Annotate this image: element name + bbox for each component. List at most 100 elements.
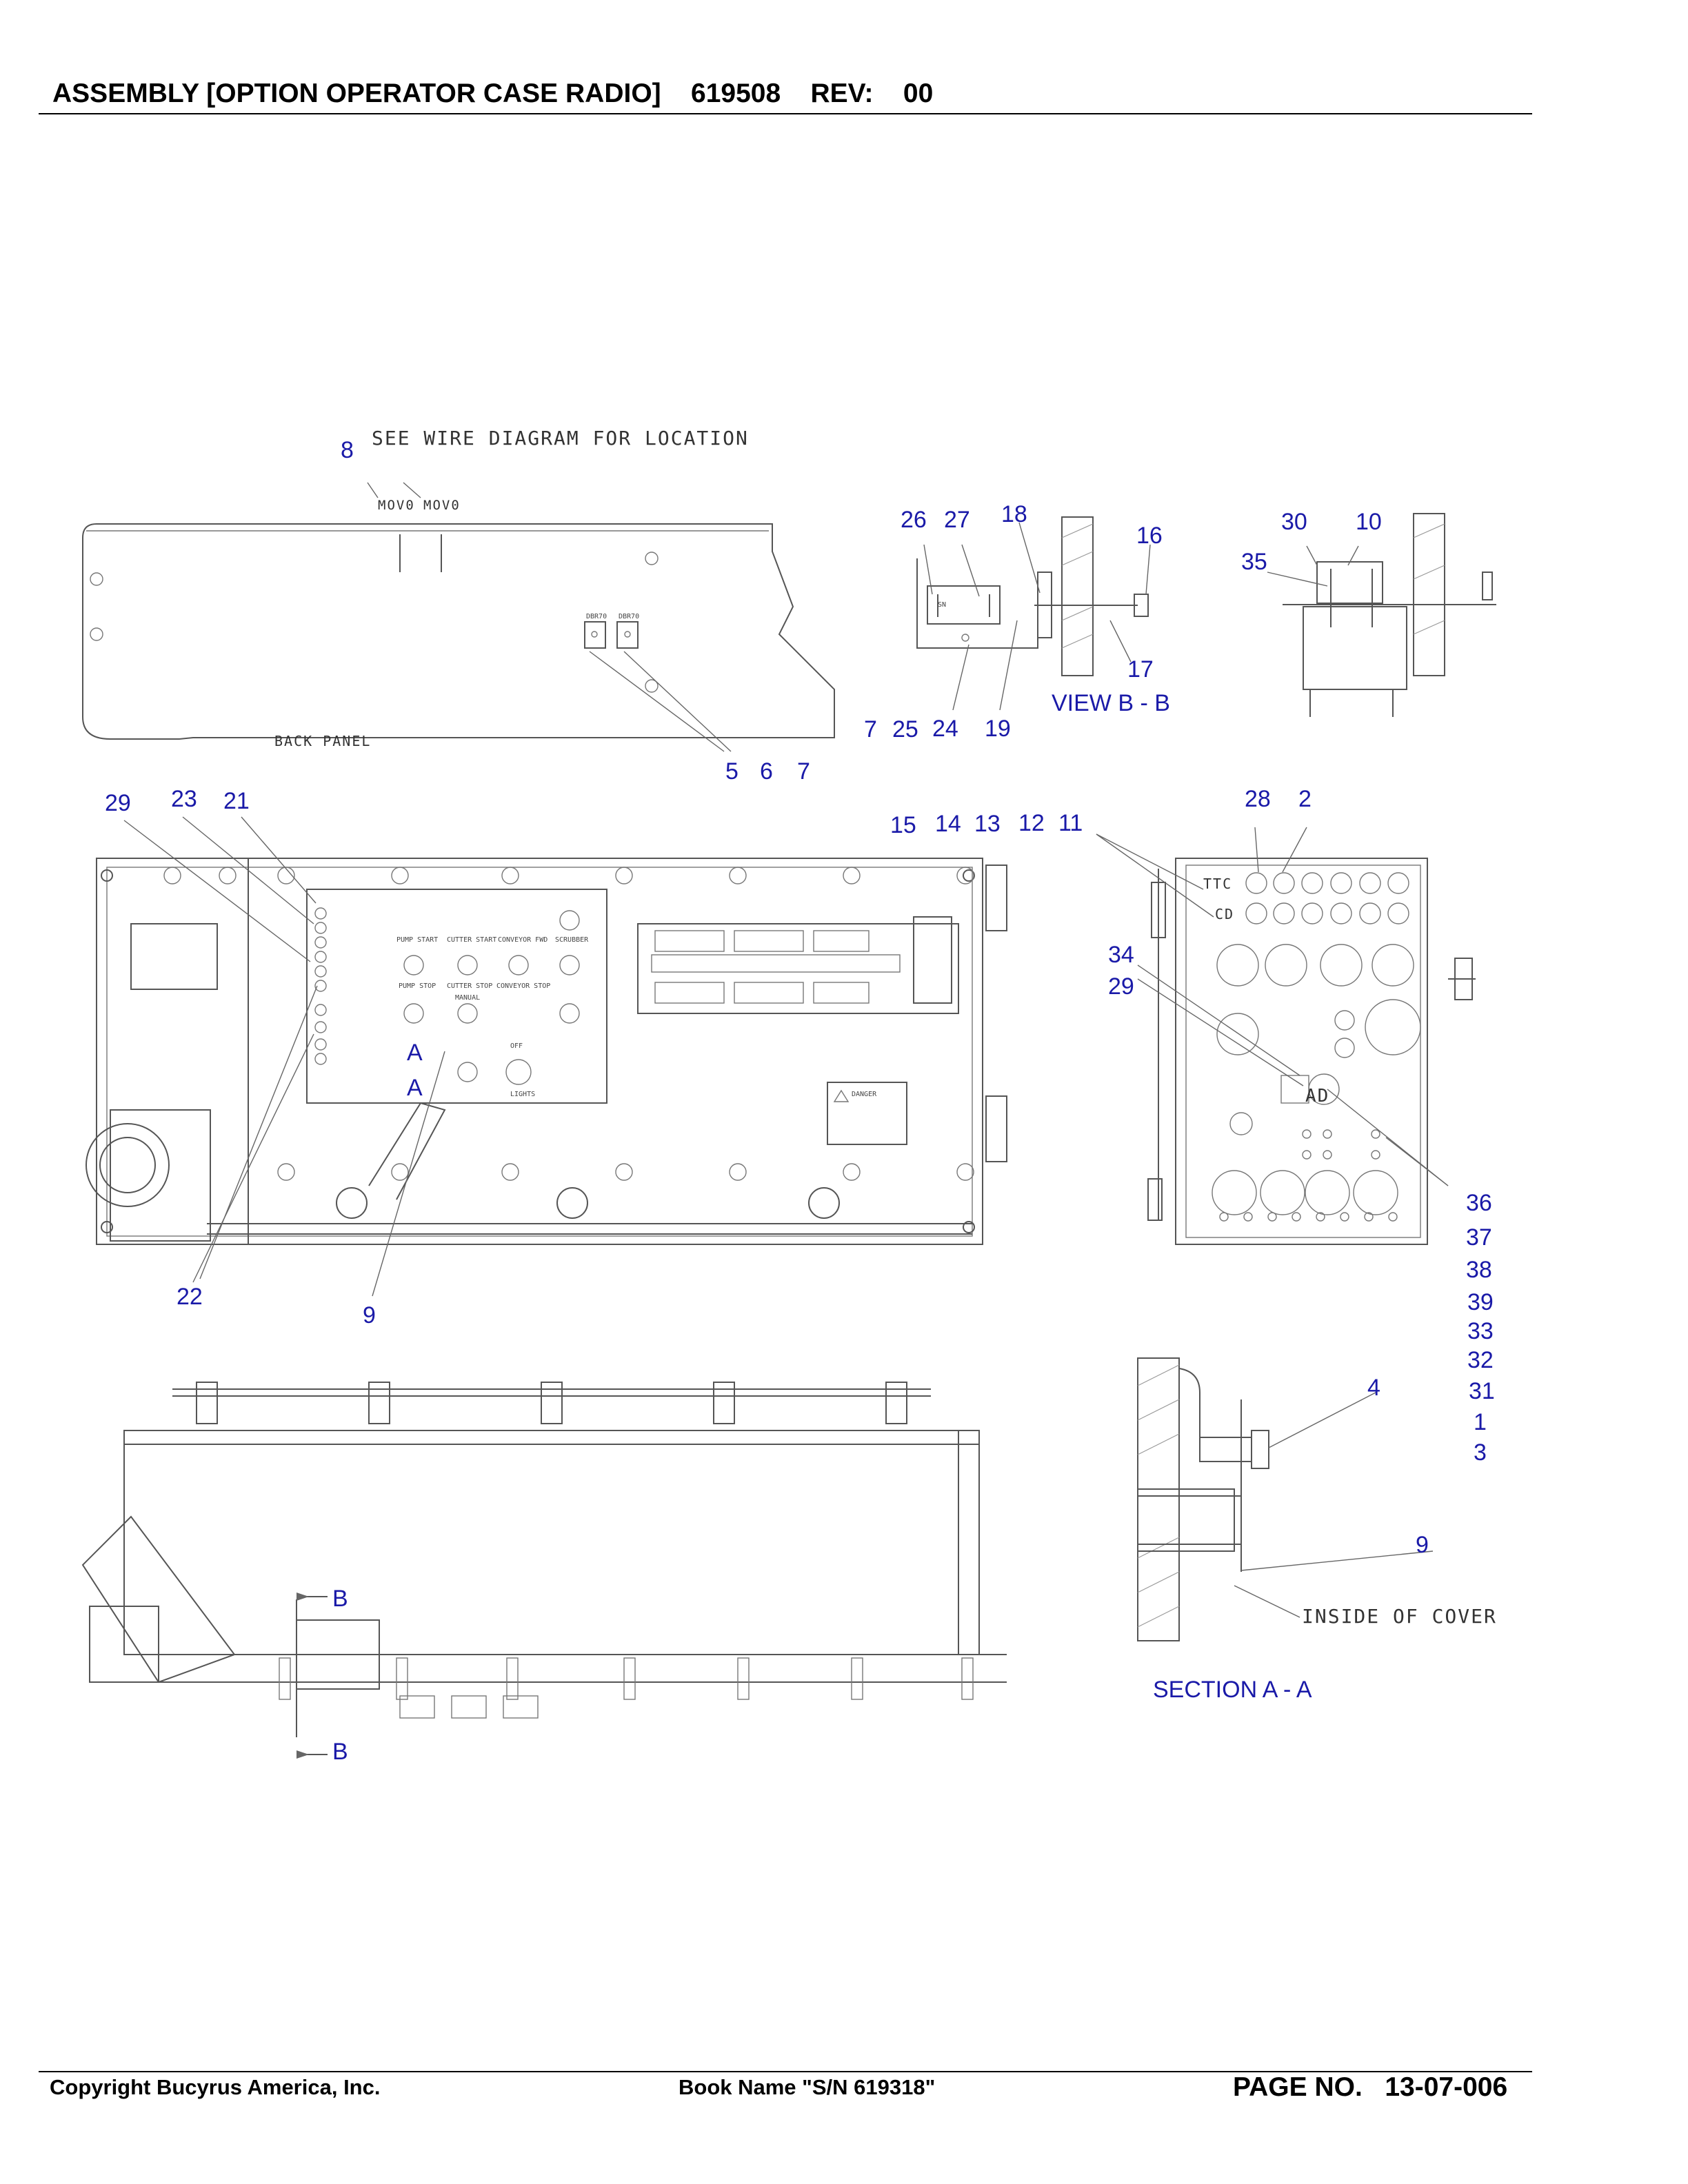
callout-7b: 7 bbox=[864, 716, 877, 742]
label-cutter-start: CUTTER START bbox=[447, 936, 496, 944]
bottom-plan-view bbox=[81, 1382, 1007, 1759]
callout-13: 13 bbox=[974, 811, 1001, 837]
label-lights: LIGHTS bbox=[510, 1091, 535, 1098]
callout-B2: B bbox=[332, 1739, 348, 1765]
wire-diagram-note: SEE WIRE DIAGRAM FOR LOCATION bbox=[372, 427, 749, 449]
callout-24: 24 bbox=[932, 716, 958, 742]
part-number: 619508 bbox=[691, 79, 781, 108]
callout-38: 38 bbox=[1466, 1257, 1492, 1283]
section-a-label: SECTION A - A bbox=[1153, 1677, 1312, 1703]
callout-2: 2 bbox=[1298, 786, 1312, 812]
label-scrubber: SCRUBBER bbox=[555, 936, 589, 944]
assembly-title: ASSEMBLY [OPTION OPERATOR CASE RADIO] bbox=[52, 79, 661, 108]
callout-B1: B bbox=[332, 1586, 348, 1612]
callout-15: 15 bbox=[890, 812, 916, 838]
connector-bolts bbox=[1219, 1129, 1398, 1222]
dbr-label-1: DBR70 bbox=[586, 613, 607, 620]
callout-18: 18 bbox=[1001, 501, 1027, 527]
view-b-b: SN bbox=[916, 516, 1151, 711]
callout-4: 4 bbox=[1367, 1375, 1380, 1401]
connector-row-4 bbox=[1212, 1010, 1398, 1215]
callout-5: 5 bbox=[725, 758, 738, 785]
callout-labels: 8 5 6 7 26 27 18 16 17 VIEW B - B 7 25 2… bbox=[105, 437, 1495, 1765]
callout-27: 27 bbox=[944, 507, 970, 533]
panel-bolts bbox=[163, 867, 974, 1181]
callout-10: 10 bbox=[1356, 509, 1382, 535]
callout-25: 25 bbox=[892, 716, 918, 742]
callout-31: 31 bbox=[1469, 1378, 1495, 1404]
footer-page: PAGE NO. 13-07-006 bbox=[1233, 2072, 1507, 2103]
rev-label: REV: bbox=[810, 79, 874, 108]
view-b-label: VIEW B - B bbox=[1052, 690, 1170, 716]
callout-29b: 29 bbox=[1108, 973, 1134, 1000]
callout-34: 34 bbox=[1108, 942, 1134, 968]
rev-value: 00 bbox=[903, 79, 934, 108]
back-panel-view: DBR70 DBR70 MOV0 MOV0 BACK PANEL SEE WIR… bbox=[82, 427, 835, 752]
pushbuttons bbox=[403, 910, 580, 1085]
callout-9a: 9 bbox=[363, 1302, 376, 1328]
callout-11: 11 bbox=[1058, 810, 1083, 836]
label-manual: MANUAL bbox=[455, 994, 480, 1002]
connector-row-2 bbox=[1245, 902, 1409, 924]
callout-35: 35 bbox=[1241, 549, 1267, 575]
detail-30-10 bbox=[1267, 513, 1496, 717]
circuit-breakers bbox=[314, 907, 327, 1065]
label-pump-stop: PUMP STOP bbox=[399, 982, 436, 990]
callout-28: 28 bbox=[1245, 786, 1271, 812]
label-cutter-stop: CUTTER STOP bbox=[447, 982, 492, 990]
back-panel-note: BACK PANEL bbox=[274, 733, 371, 749]
callout-21: 21 bbox=[223, 788, 250, 814]
footer-rule bbox=[39, 2071, 1532, 2072]
connector-row-1 bbox=[1245, 872, 1409, 894]
label-off: OFF bbox=[510, 1042, 523, 1050]
callout-33: 33 bbox=[1467, 1318, 1494, 1344]
callout-37: 37 bbox=[1466, 1224, 1492, 1251]
mov-label-1: MOV0 bbox=[378, 498, 415, 513]
callout-6: 6 bbox=[760, 758, 773, 785]
callout-26: 26 bbox=[901, 507, 927, 533]
view-b-small: SN bbox=[938, 601, 946, 609]
callout-A1: A bbox=[407, 1040, 423, 1066]
mov-label-2: MOV0 bbox=[423, 498, 461, 513]
callout-14: 14 bbox=[935, 811, 961, 837]
footer-copyright: Copyright Bucyrus America, Inc. bbox=[50, 2075, 381, 2099]
callout-19: 19 bbox=[985, 716, 1011, 742]
label-conveyor-fwd: CONVEYOR FWD bbox=[498, 936, 547, 944]
connector-side-view: TTC CD AD bbox=[1096, 827, 1476, 1245]
page-header: ASSEMBLY [OPTION OPERATOR CASE RADIO] 61… bbox=[52, 79, 933, 109]
bottom-bolts bbox=[279, 1657, 974, 1700]
callout-7a: 7 bbox=[797, 758, 810, 785]
page-label: PAGE NO. bbox=[1233, 2072, 1363, 2102]
callout-8: 8 bbox=[341, 437, 354, 463]
header-rule bbox=[39, 113, 1532, 114]
callout-9b: 9 bbox=[1416, 1532, 1429, 1558]
control-panel-front: PUMP START CUTTER START CONVEYOR FWD SCR… bbox=[86, 858, 1007, 1245]
footer-book-name: Book Name "S/N 619318" bbox=[679, 2075, 936, 2099]
label-ttc: TTC bbox=[1203, 876, 1232, 892]
callout-32: 32 bbox=[1467, 1347, 1494, 1373]
meter-strip bbox=[651, 930, 901, 1004]
connector-row-3 bbox=[1216, 944, 1421, 1135]
callout-30: 30 bbox=[1281, 509, 1307, 535]
label-pump-start: PUMP START bbox=[396, 936, 438, 944]
label-cd: CD bbox=[1215, 906, 1234, 922]
callout-17: 17 bbox=[1127, 656, 1154, 682]
inside-cover-note: INSIDE OF COVER bbox=[1302, 1605, 1497, 1628]
label-conveyor-stop: CONVEYOR STOP bbox=[496, 982, 550, 990]
callout-1: 1 bbox=[1474, 1409, 1487, 1435]
callout-16: 16 bbox=[1136, 523, 1163, 549]
label-danger: DANGER bbox=[852, 1091, 877, 1098]
callout-39: 39 bbox=[1467, 1289, 1494, 1315]
label-ad: AD bbox=[1305, 1086, 1329, 1106]
callout-3: 3 bbox=[1474, 1439, 1487, 1466]
callout-22: 22 bbox=[177, 1284, 203, 1310]
callout-A2: A bbox=[407, 1075, 423, 1101]
left-leaders bbox=[123, 816, 445, 1297]
dbr-label-2: DBR70 bbox=[619, 613, 639, 620]
callout-23: 23 bbox=[171, 786, 197, 812]
callout-12: 12 bbox=[1018, 810, 1045, 836]
page-number: 13-07-006 bbox=[1385, 2072, 1508, 2102]
callout-29a: 29 bbox=[105, 790, 131, 816]
section-a-a: INSIDE OF COVER bbox=[1137, 1357, 1497, 1641]
